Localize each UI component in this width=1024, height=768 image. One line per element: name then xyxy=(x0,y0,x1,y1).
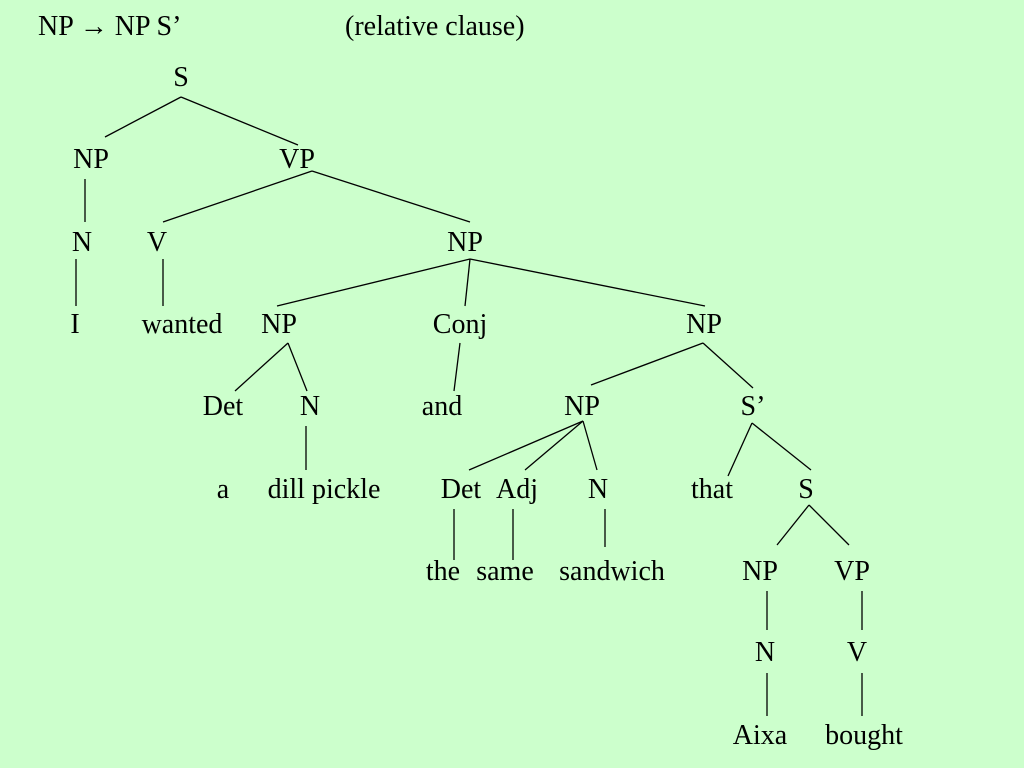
tree-edge-4 xyxy=(162,170,313,223)
tree-edge-8 xyxy=(276,258,471,307)
tree-word-bought: bought xyxy=(825,720,903,751)
tree-node-np-object: NP xyxy=(447,227,483,258)
tree-word-aixa: Aixa xyxy=(732,720,788,751)
tree-word-a: a xyxy=(216,474,230,505)
tree-edge-14 xyxy=(590,342,704,386)
rule-note: (relative clause) xyxy=(345,11,525,42)
tree-word-i: I xyxy=(70,309,80,340)
tree-node-np-right: NP xyxy=(686,309,722,340)
tree-word-sandwich: sandwich xyxy=(559,556,665,587)
tree-edge-1 xyxy=(104,96,182,138)
tree-node-np-subject: NP xyxy=(73,144,109,175)
tree-node-n-relative: N xyxy=(754,637,776,668)
tree-edge-9 xyxy=(464,258,471,307)
tree-node-vp-relative: VP xyxy=(834,556,870,587)
tree-node-n-2: N xyxy=(587,474,609,505)
tree-edge-15 xyxy=(702,342,754,389)
tree-edge-16 xyxy=(468,420,584,471)
tree-node-s-relative: S xyxy=(798,474,814,505)
tree-node-conj: Conj xyxy=(432,309,488,340)
tree-node-np-left: NP xyxy=(261,309,297,340)
tree-node-det-1: Det xyxy=(202,391,244,422)
tree-edge-5 xyxy=(311,170,471,223)
tree-word-that: that xyxy=(691,474,733,505)
tree-edge-10 xyxy=(469,258,706,307)
tree-edge-13 xyxy=(453,342,461,392)
tree-word-the: the xyxy=(425,556,461,587)
tree-edge-19 xyxy=(727,422,753,477)
tree-node-adj: Adj xyxy=(496,474,538,505)
tree-node-np-relative: NP xyxy=(742,556,778,587)
tree-edge-11 xyxy=(234,342,289,392)
tree-edge-22 xyxy=(776,504,810,546)
tree-node-s-root: S xyxy=(173,62,189,93)
tree-node-np-inner: NP xyxy=(564,391,600,422)
tree-word-same: same xyxy=(476,556,534,587)
rule-lhs: NP xyxy=(38,11,73,42)
tree-node-n-subject: N xyxy=(71,227,93,258)
rule-rhs: NP S’ xyxy=(114,11,182,42)
tree-edge-23 xyxy=(808,504,850,546)
tree-node-v-relative: V xyxy=(846,637,868,668)
tree-node-vp-main: VP xyxy=(279,144,315,175)
tree-word-dill-pickle: dill pickle xyxy=(267,474,381,505)
tree-edge-18 xyxy=(582,420,598,471)
tree-word-and: and xyxy=(421,391,463,422)
tree-edge-17 xyxy=(524,420,584,471)
tree-edge-2 xyxy=(180,96,299,146)
tree-node-det-2: Det xyxy=(440,474,482,505)
rule-heading: NP → NP S’ xyxy=(38,13,181,41)
tree-node-s-bar: S’ xyxy=(740,391,766,422)
tree-word-wanted: wanted xyxy=(141,309,223,340)
tree-edge-12 xyxy=(287,342,308,392)
rule-arrow: → xyxy=(79,11,108,42)
tree-node-n-1: N xyxy=(299,391,321,422)
tree-node-v-main: V xyxy=(146,227,168,258)
tree-edge-20 xyxy=(751,422,812,471)
